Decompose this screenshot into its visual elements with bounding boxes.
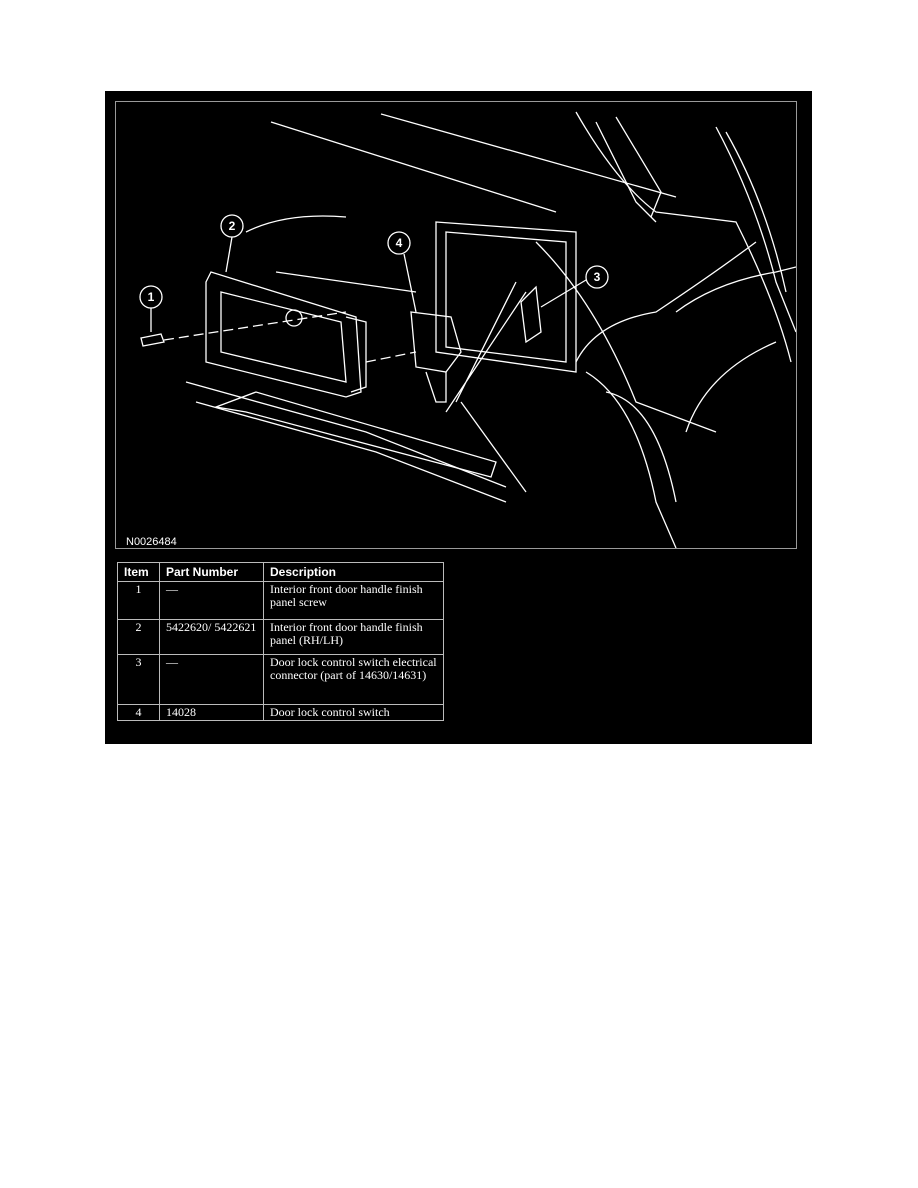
description: Interior front door handle finish panel … — [263, 619, 444, 655]
part-number: 5422620/ 5422621 — [159, 619, 264, 655]
description: Interior front door handle finish panel … — [263, 581, 444, 620]
table-row: 2 5422620/ 5422621 Interior front door h… — [117, 619, 444, 655]
part-number: 14028 — [159, 704, 264, 721]
item: 2 — [117, 619, 160, 655]
header-item: Item — [117, 562, 160, 582]
table-header: Item Part Number Description — [117, 562, 444, 582]
description: Door lock control switch — [263, 704, 444, 721]
header-description: Description — [263, 562, 444, 582]
door-handle-illustration: 1 2 3 4 N0026484 — [115, 101, 797, 549]
callout-2: 2 — [229, 219, 236, 233]
callout-3: 3 — [594, 270, 601, 284]
figure-id: N0026484 — [126, 536, 177, 548]
description: Door lock control switch electrical conn… — [263, 654, 444, 705]
table-row: 4 14028 Door lock control switch — [117, 704, 444, 721]
item: 4 — [117, 704, 160, 721]
item: 1 — [117, 581, 160, 620]
parts-table: Item Part Number Description 1 — Interio… — [117, 562, 444, 721]
figure: 1 2 3 4 N0026484 Item Part Number Descri… — [105, 91, 812, 744]
table-row: 3 — Door lock control switch electrical … — [117, 654, 444, 705]
part-number: — — [159, 654, 264, 705]
header-part-number: Part Number — [159, 562, 264, 582]
callout-1: 1 — [148, 290, 155, 304]
item: 3 — [117, 654, 160, 705]
part-number: — — [159, 581, 264, 620]
callout-4: 4 — [396, 236, 403, 250]
table-row: 1 — Interior front door handle finish pa… — [117, 581, 444, 620]
